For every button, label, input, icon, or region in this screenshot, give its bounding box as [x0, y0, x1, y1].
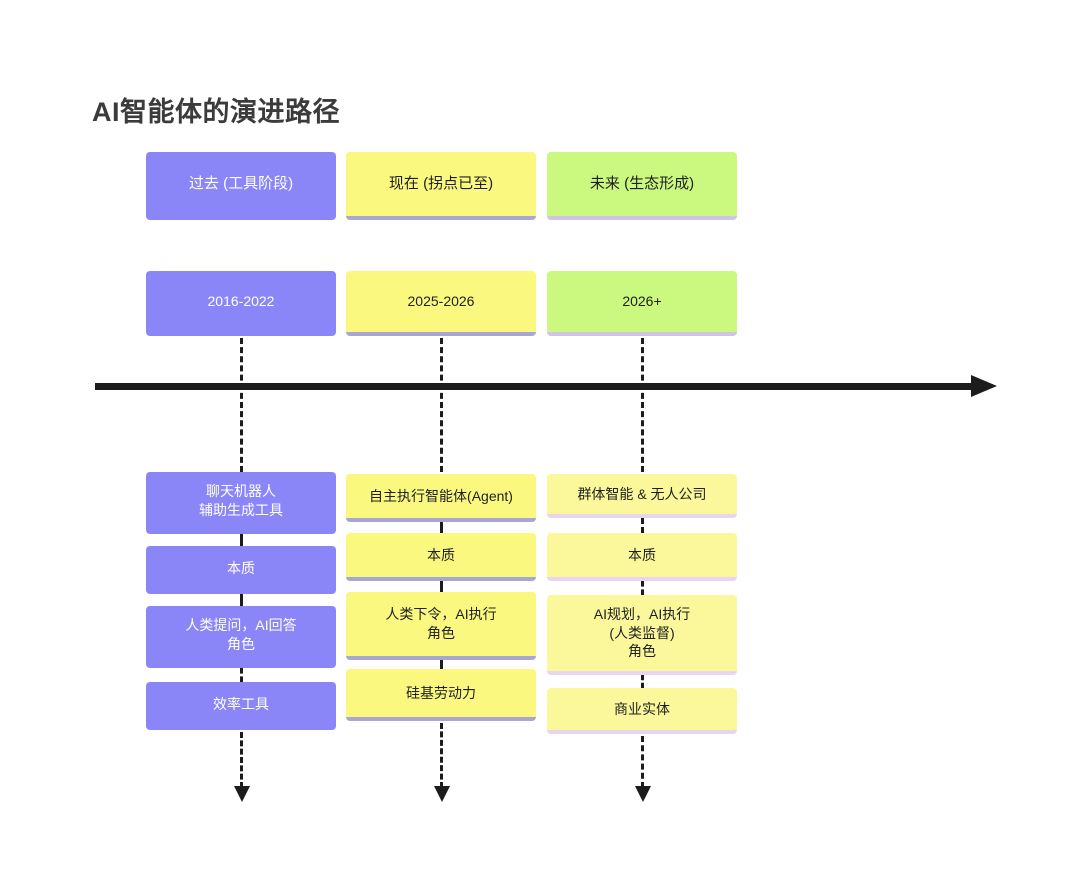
connector-dashed-present-0-1 — [440, 522, 443, 533]
phase-header-label: 过去 (工具阶段) — [188, 174, 294, 192]
item-box-past-1: 本质 — [146, 546, 336, 594]
phase-header-past: 过去 (工具阶段) — [146, 152, 336, 220]
arrowhead-down-icon-past — [234, 786, 250, 802]
item-box-present-3: 硅基劳动力 — [346, 669, 536, 721]
connector-dashed-past-top — [240, 338, 243, 472]
connector-dashed-future-top — [641, 338, 644, 472]
phase-header-label: 未来 (生态形成) — [589, 174, 695, 192]
connector-dashed-future-2-3 — [641, 675, 644, 688]
arrowhead-down-icon-future — [635, 786, 651, 802]
phase-header-label: 现在 (拐点已至) — [388, 174, 494, 192]
item-box-past-2: 人类提问，AI回答 角色 — [146, 606, 336, 668]
date-box-present: 2025-2026 — [346, 271, 536, 336]
item-label: 商业实体 — [614, 700, 670, 717]
connector-dashed-future-0-1 — [641, 518, 644, 533]
item-label: 自主执行智能体(Agent) — [369, 487, 513, 504]
connector-dashed-present-bottom — [440, 723, 443, 788]
item-box-present-1: 本质 — [346, 533, 536, 581]
connector-dashed-past-0-1 — [240, 534, 243, 546]
page-title: AI智能体的演进路径 — [92, 97, 340, 127]
item-label: 本质 — [227, 559, 255, 576]
item-box-present-2: 人类下令，AI执行 角色 — [346, 592, 536, 660]
item-box-future-2: AI规划，AI执行 (人类监督) 角色 — [547, 595, 737, 675]
item-label: 硅基劳动力 — [406, 684, 476, 701]
connector-dashed-past-1-2 — [240, 594, 243, 606]
item-box-future-1: 本质 — [547, 533, 737, 581]
phase-header-present: 现在 (拐点已至) — [346, 152, 536, 220]
connector-dashed-past-bottom — [240, 732, 243, 788]
item-box-past-3: 效率工具 — [146, 682, 336, 730]
connector-dashed-present-1-2 — [440, 581, 443, 592]
item-box-future-0: 群体智能 & 无人公司 — [547, 474, 737, 518]
date-label: 2016-2022 — [207, 293, 275, 310]
timeline-arrowhead-icon — [971, 375, 997, 397]
item-box-present-0: 自主执行智能体(Agent) — [346, 474, 536, 522]
timeline-axis-line — [95, 383, 977, 390]
phase-header-future: 未来 (生态形成) — [547, 152, 737, 220]
connector-dashed-present-2-3 — [440, 660, 443, 669]
date-box-past: 2016-2022 — [146, 271, 336, 336]
item-label: 效率工具 — [213, 695, 269, 712]
connector-dashed-future-1-2 — [641, 581, 644, 595]
item-box-future-3: 商业实体 — [547, 688, 737, 734]
item-label: 人类下令，AI执行 角色 — [385, 606, 497, 641]
connector-dashed-present-top — [440, 338, 443, 472]
connector-dashed-future-bottom — [641, 736, 644, 788]
date-label: 2025-2026 — [407, 293, 475, 310]
item-label: AI规划，AI执行 (人类监督) 角色 — [593, 605, 691, 660]
item-label: 本质 — [427, 546, 455, 563]
arrowhead-down-icon-present — [434, 786, 450, 802]
connector-dashed-past-2-3 — [240, 668, 243, 682]
date-box-future: 2026+ — [547, 271, 737, 336]
evolution-timeline-arrow — [95, 375, 997, 397]
item-label: 聊天机器人 辅助生成工具 — [199, 483, 283, 518]
item-label: 人类提问，AI回答 角色 — [185, 617, 297, 652]
item-label: 本质 — [628, 546, 656, 563]
date-label: 2026+ — [622, 293, 662, 310]
item-box-past-0: 聊天机器人 辅助生成工具 — [146, 472, 336, 534]
item-label: 群体智能 & 无人公司 — [577, 485, 707, 502]
